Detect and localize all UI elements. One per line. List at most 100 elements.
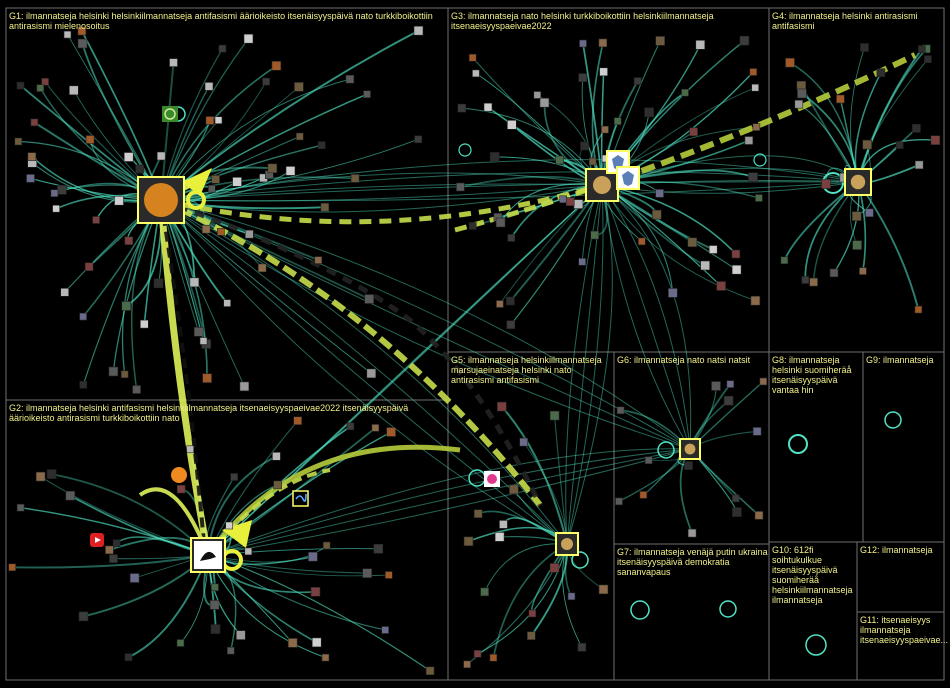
user-avatar-icon[interactable] — [732, 508, 741, 517]
user-avatar-icon[interactable] — [212, 175, 220, 183]
user-avatar-icon[interactable] — [105, 546, 113, 554]
user-avatar-icon[interactable] — [688, 529, 696, 537]
user-avatar-icon[interactable] — [233, 177, 242, 186]
user-avatar-icon[interactable] — [263, 78, 270, 85]
user-avatar-icon[interactable] — [652, 210, 661, 219]
user-avatar-icon[interactable] — [591, 231, 599, 239]
user-avatar-icon[interactable] — [599, 585, 608, 594]
user-avatar-icon[interactable] — [755, 511, 763, 519]
user-avatar-icon[interactable] — [560, 196, 567, 203]
user-avatar-icon[interactable] — [574, 200, 583, 209]
user-avatar-icon[interactable] — [640, 491, 647, 498]
user-avatar-icon[interactable] — [490, 152, 499, 161]
user-avatar-icon[interactable] — [682, 89, 689, 96]
user-avatar-icon[interactable] — [17, 504, 24, 511]
user-avatar-icon[interactable] — [469, 223, 476, 230]
user-avatar-icon[interactable] — [579, 258, 586, 265]
user-avatar-icon[interactable] — [80, 381, 87, 388]
user-avatar-icon[interactable] — [272, 61, 281, 70]
user-avatar-icon[interactable] — [274, 481, 282, 489]
user-avatar-icon[interactable] — [64, 31, 71, 38]
user-avatar-icon[interactable] — [414, 26, 423, 35]
user-avatar-icon[interactable] — [865, 209, 873, 217]
user-avatar-icon[interactable] — [177, 640, 184, 647]
user-avatar-icon[interactable] — [520, 438, 528, 446]
user-avatar-icon[interactable] — [200, 338, 207, 345]
user-avatar-icon[interactable] — [315, 257, 322, 264]
user-avatar-icon[interactable] — [415, 136, 422, 143]
user-avatar-icon[interactable] — [372, 424, 379, 431]
user-avatar-icon[interactable] — [296, 133, 303, 140]
user-avatar-icon[interactable] — [268, 164, 277, 173]
user-avatar-icon[interactable] — [481, 588, 489, 596]
user-avatar-icon[interactable] — [580, 40, 587, 47]
user-avatar-icon[interactable] — [507, 321, 515, 329]
user-avatar-icon[interactable] — [224, 300, 231, 307]
user-avatar-icon[interactable] — [732, 265, 741, 274]
user-avatar-icon[interactable] — [781, 257, 788, 264]
user-avatar-icon[interactable] — [750, 69, 757, 76]
user-avatar-icon[interactable] — [727, 381, 734, 388]
user-avatar-icon[interactable] — [53, 205, 60, 212]
user-avatar-icon[interactable] — [86, 136, 94, 144]
user-avatar-icon[interactable] — [9, 564, 16, 571]
user-avatar-icon[interactable] — [550, 411, 559, 420]
user-avatar-icon[interactable] — [363, 569, 372, 578]
user-avatar-icon[interactable] — [853, 241, 862, 250]
user-avatar-icon[interactable] — [215, 117, 222, 124]
user-avatar-icon[interactable] — [294, 82, 303, 91]
user-avatar-icon[interactable] — [202, 225, 210, 233]
user-avatar-icon[interactable] — [245, 230, 253, 238]
user-avatar-icon[interactable] — [85, 263, 93, 271]
user-avatar-icon[interactable] — [351, 174, 359, 182]
user-avatar-icon[interactable] — [617, 407, 624, 414]
user-avatar-icon[interactable] — [456, 183, 464, 191]
user-avatar-icon[interactable] — [187, 446, 194, 453]
user-avatar-icon[interactable] — [79, 612, 88, 621]
user-avatar-icon[interactable] — [589, 158, 596, 165]
user-avatar-icon[interactable] — [226, 522, 233, 529]
user-avatar-icon[interactable] — [863, 140, 872, 149]
user-avatar-icon[interactable] — [509, 485, 518, 494]
user-avatar-icon[interactable] — [529, 610, 536, 617]
user-avatar-icon[interactable] — [464, 537, 473, 546]
user-avatar-icon[interactable] — [294, 417, 302, 425]
user-avatar-icon[interactable] — [321, 203, 329, 211]
user-avatar-icon[interactable] — [177, 485, 185, 493]
user-avatar-icon[interactable] — [506, 297, 514, 305]
user-avatar-icon[interactable] — [190, 278, 199, 287]
user-avatar-icon[interactable] — [124, 153, 133, 162]
user-avatar-icon[interactable] — [219, 45, 226, 52]
user-avatar-icon[interactable] — [125, 237, 133, 245]
user-avatar-icon[interactable] — [374, 544, 383, 553]
user-avatar-icon[interactable] — [540, 98, 549, 107]
user-avatar-icon[interactable] — [206, 117, 214, 125]
user-avatar-icon[interactable] — [69, 86, 78, 95]
user-avatar-icon[interactable] — [288, 638, 297, 647]
user-avatar-icon[interactable] — [110, 555, 118, 563]
user-avatar-icon[interactable] — [258, 264, 266, 272]
user-avatar-icon[interactable] — [208, 185, 215, 192]
user-avatar-icon[interactable] — [154, 279, 163, 288]
user-avatar-icon[interactable] — [245, 548, 252, 555]
user-avatar-icon[interactable] — [912, 124, 920, 132]
user-avatar-icon[interactable] — [464, 661, 471, 668]
user-avatar-icon[interactable] — [852, 212, 861, 221]
user-avatar-icon[interactable] — [130, 574, 139, 583]
user-avatar-icon[interactable] — [581, 142, 589, 150]
user-avatar-icon[interactable] — [724, 396, 733, 405]
user-avatar-icon[interactable] — [286, 166, 295, 175]
user-avatar-icon[interactable] — [469, 54, 476, 61]
user-avatar-icon[interactable] — [745, 137, 753, 145]
user-avatar-icon[interactable] — [490, 654, 497, 661]
user-avatar-icon[interactable] — [194, 327, 203, 336]
user-avatar-icon[interactable] — [346, 75, 354, 83]
user-avatar-icon[interactable] — [474, 650, 481, 657]
user-avatar-icon[interactable] — [122, 302, 131, 311]
user-avatar-icon[interactable] — [47, 470, 56, 479]
user-avatar-icon[interactable] — [668, 288, 677, 297]
user-avatar-icon[interactable] — [749, 173, 758, 182]
user-avatar-icon[interactable] — [37, 85, 44, 92]
user-avatar-icon[interactable] — [170, 59, 178, 67]
user-avatar-icon[interactable] — [17, 82, 24, 89]
